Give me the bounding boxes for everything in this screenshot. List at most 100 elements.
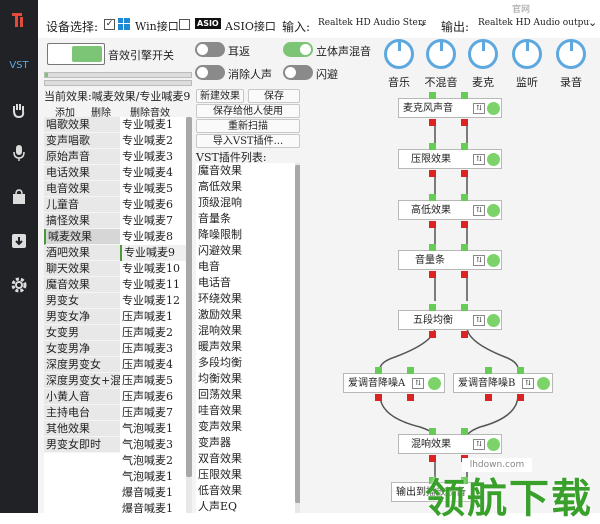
vst-scrollbar[interactable] <box>295 163 301 513</box>
node-settings-icon[interactable]: ⇅ <box>473 255 485 266</box>
node-hilo[interactable]: 高低效果 ⇅ <box>398 200 502 220</box>
monitor-dial[interactable] <box>512 39 542 69</box>
list-item[interactable]: 深度男变女 <box>44 357 120 373</box>
list-item[interactable]: 哇音效果 <box>198 404 242 417</box>
list-item[interactable]: 其他效果 <box>44 421 120 437</box>
node-enable-dot[interactable] <box>487 204 500 217</box>
download-icon[interactable] <box>0 226 38 256</box>
input-port[interactable] <box>429 304 436 311</box>
list-item[interactable]: 专业喊麦7 <box>122 214 173 227</box>
node-settings-icon[interactable]: ⇅ <box>412 378 424 389</box>
win-checkbox[interactable]: ✓ <box>104 19 115 30</box>
list-item[interactable]: 原始声音 <box>44 149 120 165</box>
list-item[interactable]: 低音效果 <box>198 484 242 497</box>
input-port[interactable] <box>429 428 436 435</box>
list-item[interactable]: 人声EQ <box>198 500 238 513</box>
node-denoise-a[interactable]: 爱调音降噪A ⇅ <box>343 373 445 393</box>
list-item[interactable]: 变声效果 <box>198 420 242 433</box>
input-port[interactable] <box>461 244 468 251</box>
output-port[interactable] <box>517 394 524 401</box>
list-item[interactable]: 压声喊麦7 <box>122 406 173 419</box>
list-item[interactable]: 气泡喊麦2 <box>122 454 173 467</box>
list-item[interactable]: 喊麦效果 <box>44 229 120 245</box>
list-item[interactable]: 专业喊麦10 <box>122 262 180 275</box>
output-device-select[interactable]: Realtek HD Audio output <box>478 18 590 28</box>
preset-scrollbar[interactable] <box>186 117 192 513</box>
output-port[interactable] <box>429 271 436 278</box>
input-chevron-down-icon[interactable]: ⌄ <box>418 16 428 29</box>
input-port[interactable] <box>461 92 468 99</box>
list-item[interactable]: 专业喊麦1 <box>122 118 173 131</box>
input-port[interactable] <box>429 477 436 484</box>
node-limiter[interactable]: 压限效果 ⇅ <box>398 149 502 169</box>
list-item[interactable]: 均衡效果 <box>198 372 242 385</box>
bag-icon[interactable] <box>0 182 38 212</box>
node-reverb[interactable]: 混响效果 ⇅ <box>398 434 502 454</box>
engine-switch[interactable] <box>47 43 105 65</box>
list-item[interactable]: 电话效果 <box>44 165 120 181</box>
list-item[interactable]: 爆音喊麦1 <box>122 486 173 499</box>
list-item[interactable]: 专业喊麦2 <box>122 134 173 147</box>
list-item[interactable]: 变声器 <box>198 436 231 449</box>
input-port[interactable] <box>461 304 468 311</box>
list-item[interactable]: 酒吧效果 <box>44 245 120 261</box>
list-item[interactable]: 爆音喊麦1 <box>122 502 173 513</box>
list-item[interactable]: 激励效果 <box>198 308 242 321</box>
list-item[interactable]: 小黄人音 <box>44 389 120 405</box>
input-port[interactable] <box>485 367 492 374</box>
output-port[interactable] <box>429 170 436 177</box>
list-item[interactable]: 专业喊麦4 <box>122 166 173 179</box>
output-port[interactable] <box>485 394 492 401</box>
list-item[interactable]: 专业喊麦6 <box>122 198 173 211</box>
list-item[interactable]: 魔音效果 <box>44 277 120 293</box>
output-port[interactable] <box>407 394 414 401</box>
list-item[interactable]: 气泡喊麦1 <box>122 470 173 483</box>
node-enable-dot[interactable] <box>487 153 500 166</box>
list-item[interactable]: 音量条 <box>198 212 231 225</box>
stereo-mix-toggle[interactable] <box>283 42 313 57</box>
list-item[interactable]: 专业喊麦12 <box>122 294 180 307</box>
input-port[interactable] <box>429 143 436 150</box>
remove-vocal-toggle[interactable] <box>195 65 225 80</box>
node-settings-icon[interactable]: ⇅ <box>473 205 485 216</box>
output-port[interactable] <box>461 331 468 338</box>
list-item[interactable]: 多段均衡 <box>198 356 242 369</box>
input-port[interactable] <box>429 92 436 99</box>
avoid-toggle[interactable] <box>283 65 313 80</box>
node-enable-dot[interactable] <box>537 377 550 390</box>
list-item[interactable]: 压限效果 <box>198 468 242 481</box>
asio-checkbox[interactable] <box>179 19 190 30</box>
input-device-select[interactable]: Realtek HD Audio Stere... <box>318 18 426 28</box>
list-item[interactable]: 男变女净 <box>44 309 120 325</box>
add-effect-button[interactable]: 添加 <box>55 108 75 119</box>
node-settings-icon[interactable]: ⇅ <box>473 154 485 165</box>
output-port[interactable] <box>429 455 436 462</box>
new-effect-button[interactable]: 新建效果 <box>196 89 244 103</box>
node-settings-icon[interactable]: ⇅ <box>473 103 485 114</box>
list-item[interactable]: 儿童音 <box>44 197 120 213</box>
import-vst-button[interactable]: 导入VST插件... <box>196 134 300 148</box>
list-item[interactable]: 压声喊麦4 <box>122 358 173 371</box>
node-settings-icon[interactable]: ⇅ <box>473 439 485 450</box>
list-item[interactable]: 专业喊麦5 <box>122 182 173 195</box>
earback-toggle[interactable] <box>195 42 225 57</box>
list-item[interactable]: 魔音效果 <box>198 164 242 177</box>
list-item[interactable]: 回荡效果 <box>198 388 242 401</box>
input-port[interactable] <box>517 367 524 374</box>
input-port[interactable] <box>429 244 436 251</box>
list-item[interactable]: 混响效果 <box>198 324 242 337</box>
list-item[interactable]: 压声喊麦1 <box>122 310 173 323</box>
list-item[interactable]: 唱歌效果 <box>44 117 120 133</box>
mic-icon[interactable] <box>0 138 38 168</box>
list-item[interactable]: 闪避效果 <box>198 244 242 257</box>
output-port[interactable] <box>375 394 382 401</box>
list-item[interactable]: 电音 <box>198 260 220 273</box>
list-item[interactable]: 深度男变女+混响 <box>44 373 120 389</box>
sidebar-item-vst[interactable]: VST <box>0 50 38 80</box>
node-eq5[interactable]: 五段均衡 ⇅ <box>398 310 502 330</box>
list-item[interactable]: 主持电台 <box>44 405 120 421</box>
input-port[interactable] <box>407 367 414 374</box>
music-dial[interactable] <box>384 39 414 69</box>
list-item[interactable]: 女变男净 <box>44 341 120 357</box>
output-port[interactable] <box>461 271 468 278</box>
